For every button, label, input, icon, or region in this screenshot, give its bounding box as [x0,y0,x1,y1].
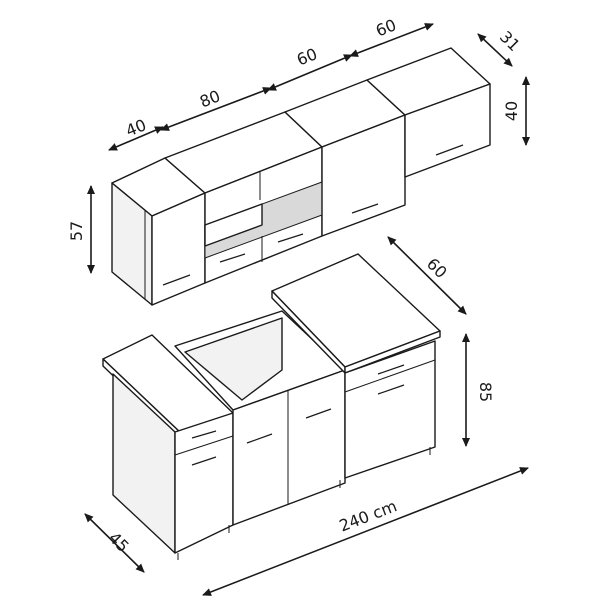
label-total-width: 240 cm [337,496,400,535]
upper-cab-2-handle-a [219,253,246,263]
sink-cabinet-handle-left [246,433,273,444]
right-base-drawer-line [344,359,436,393]
dim-arrow-base-depth [84,513,145,573]
dim-arrow-upper-w4 [349,23,434,57]
label-counter-depth: 60 [423,254,451,282]
upper-cab-4-front [404,83,491,178]
dim-arrow-upper-depth [477,33,513,67]
label-upper-w4: 60 [373,15,399,40]
upper-cab-3-handle [351,203,379,214]
upper-cab-2-handle-b [277,233,304,243]
upper-cab-4-handle [435,144,464,156]
label-base-height: 85 [476,382,495,402]
label-upper-height: 57 [67,221,86,241]
dim-arrow-upper-w2 [160,87,272,131]
dim-arrow-upper-w3 [267,54,353,91]
right-countertop-front-edge [344,330,441,374]
right-base-door-handle [377,384,405,395]
upper-cab-3-front [321,114,406,237]
dim-arrow-total-width [202,467,529,596]
dim-arrow-counter-depth [387,236,467,315]
label-upper-height-small: 40 [502,101,521,121]
left-base-drawer-line [174,435,234,456]
label-upper-w1: 40 [123,115,149,140]
upper-cab-1-handle [162,274,191,286]
right-base-drawer-handle [377,364,405,375]
dim-arrow-upper-w1 [108,126,164,151]
label-upper-depth: 31 [496,27,524,55]
sink-cabinet-handle-right [305,408,332,419]
right-base-front [344,340,436,479]
left-base-drawer-handle [191,430,217,439]
sink-cabinet-interior [184,317,283,401]
upper-cabinets [111,47,491,306]
upper-cab-2-shelf-back [204,203,263,247]
dimension-arrows [84,23,530,596]
label-upper-w3: 60 [294,44,320,69]
label-base-depth: 45 [105,528,133,556]
left-base-door-handle [191,456,217,466]
